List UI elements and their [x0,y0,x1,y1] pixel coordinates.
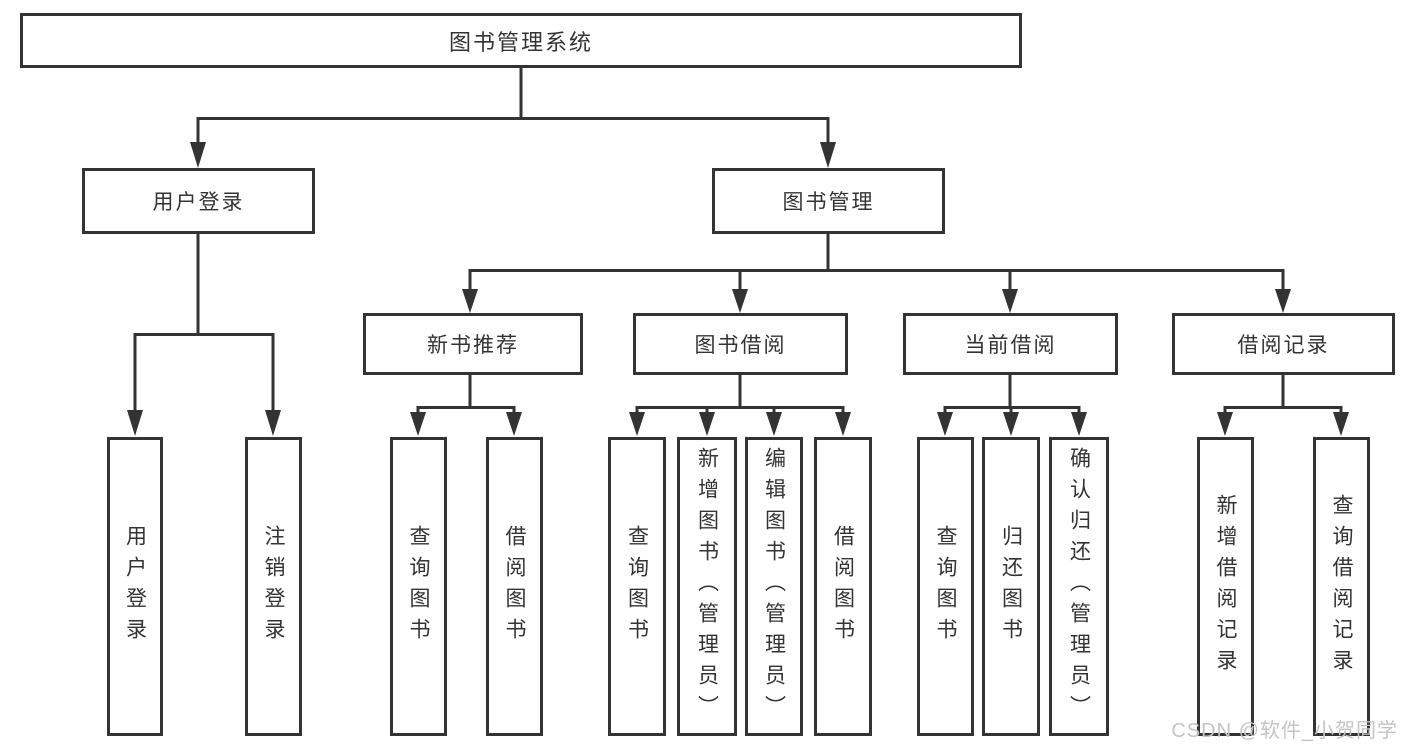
node-label: 图书借阅 [694,334,787,357]
node-label: 用户登录 [152,191,245,214]
node-label: 当前借阅 [964,334,1057,357]
leaf-add-books-admin: 新增图书（管理员） [677,437,737,736]
csdn-watermark: CSDN @软件_小贺同学 [1171,720,1398,742]
node-borrowing-records: 借阅记录 [1172,313,1395,375]
leaf-query-books-current: 查询图书 [917,437,974,736]
leaf-confirm-return-admin: 确认归还（管理员） [1049,437,1109,736]
node-user-login-branch: 用户登录 [82,168,315,234]
leaf-borrow-books-borrowing: 借阅图书 [814,437,872,736]
node-label: 新增图书（管理员） [695,447,719,726]
node-current-borrowing: 当前借阅 [903,313,1118,375]
node-book-borrowing: 图书借阅 [633,313,848,375]
node-label: 用户登录 [123,524,147,649]
leaf-query-books-borrowing: 查询图书 [608,437,666,736]
leaf-query-books-recommend: 查询图书 [390,437,447,736]
node-label: 新增借阅记录 [1214,493,1237,680]
node-label: 查询借阅记录 [1330,493,1353,680]
leaf-edit-books-admin: 编辑图书（管理员） [745,437,803,736]
node-label: 借阅图书 [831,524,855,649]
node-label: 查询图书 [407,524,430,649]
leaf-user-login: 用户登录 [107,437,163,736]
leaf-return-books: 归还图书 [982,437,1040,736]
node-label: 归还图书 [999,524,1023,649]
leaf-query-borrow-record: 查询借阅记录 [1313,437,1370,736]
node-label: 新书推荐 [427,334,519,357]
node-label: 图书管理系统 [448,29,593,55]
node-label: 借阅图书 [503,524,526,649]
node-book-management-branch: 图书管理 [712,168,945,234]
leaf-add-borrow-record: 新增借阅记录 [1197,437,1254,736]
node-new-book-recommend: 新书推荐 [363,313,583,375]
node-label: 借阅记录 [1237,334,1330,357]
node-label: 图书管理 [782,191,875,214]
leaf-logout: 注销登录 [245,437,302,736]
node-label: 确认归还（管理员） [1067,447,1091,726]
node-root-library-system: 图书管理系统 [20,13,1022,68]
node-label: 编辑图书（管理员） [762,447,786,726]
leaf-borrow-books-recommend: 借阅图书 [486,437,543,736]
node-label: 查询图书 [934,524,957,649]
node-label: 注销登录 [262,524,285,649]
node-label: 查询图书 [625,524,649,649]
